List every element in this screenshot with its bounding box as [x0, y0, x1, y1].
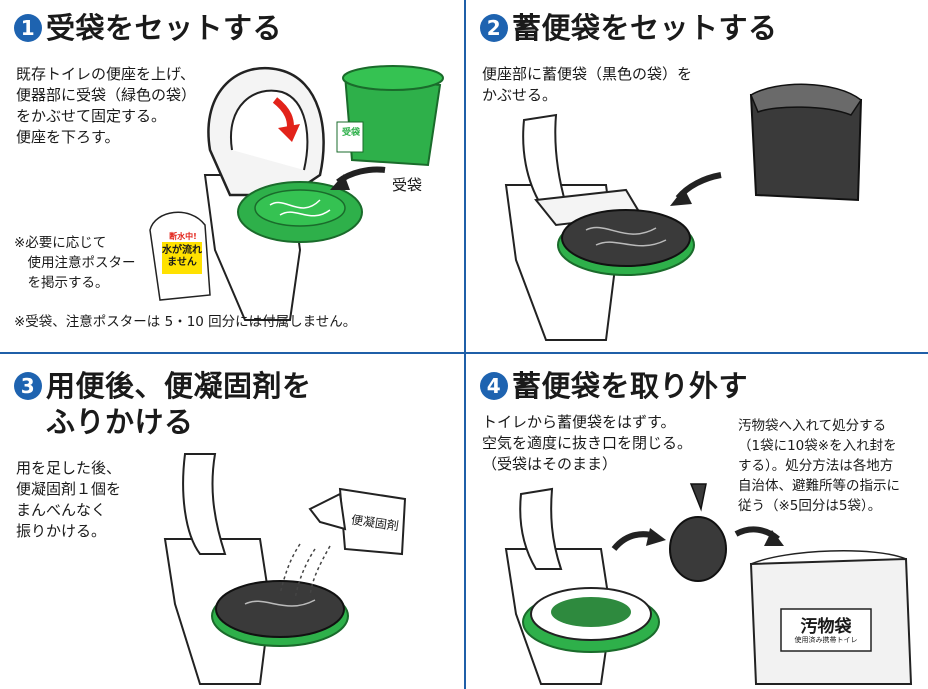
step-4-disposal-text: 汚物袋へ入れて処分する （1袋に10袋※を入れ封を する）。処分方法は各地方 自…	[738, 418, 900, 514]
step-3-number: 3	[14, 372, 42, 400]
step-1-footnote: ※受袋、注意ポスターは 5・10 回分には付属しません。	[14, 314, 357, 330]
step-2-panel: 2 蓄便袋をセットする 便座部に蓄便袋（黒色の袋）を かぶせる。	[466, 0, 928, 352]
poster-main-text: 水が流れ ません	[162, 245, 202, 268]
step-1-number: 1	[14, 14, 42, 42]
step-4-title: 蓄便袋を取り外す	[512, 369, 749, 403]
step-3-instructions: 用を足した後、 便凝固剤１個を まんべんなく 振りかける。	[16, 459, 122, 540]
step-3-toilet-illustration	[163, 453, 407, 685]
step-2-toilet-illustration	[504, 83, 863, 341]
horizontal-divider	[0, 352, 928, 354]
vertical-divider	[464, 0, 466, 689]
step-3-title-line2: ふりかける	[46, 405, 194, 439]
poster-red-text: 断水中!	[169, 232, 197, 241]
bag-callout: 受袋	[392, 176, 423, 194]
disposal-bag-sublabel: 使用済み携帯トイレ	[794, 636, 858, 644]
step-3-title-line1: 用便後、便凝固剤を	[46, 369, 312, 403]
step-3-heading: 3 用便後、便凝固剤を ふりかける	[14, 368, 312, 440]
poster-note: ※必要に応じて 使用注意ポスター を掲示する。	[14, 235, 136, 291]
disposal-bag-label: 汚物袋	[800, 617, 852, 637]
step-2-heading: 2 蓄便袋をセットする	[480, 10, 778, 46]
step-1-toilet-illustration	[149, 65, 444, 321]
step-1-instructions: 既存トイレの便座を上げ、 便器部に受袋（緑色の袋） をかぶせて固定する。 便座を…	[16, 65, 197, 146]
step-2-instructions: 便座部に蓄便袋（黒色の袋）を かぶせる。	[482, 65, 693, 104]
step-2-title: 蓄便袋をセットする	[512, 11, 778, 45]
step-3-panel: 3 用便後、便凝固剤を ふりかける 用を足した後、 便凝固剤１個を まんべんなく…	[0, 354, 464, 689]
step-4-instructions: トイレから蓄便袋をはずす。 空気を適度に抜き口を閉じる。 （受袋はそのまま）	[482, 413, 693, 473]
step-1-title: 受袋をセットする	[46, 11, 283, 45]
step-4-number: 4	[480, 372, 508, 400]
step-4-illustration	[504, 483, 913, 685]
step-2-number: 2	[480, 14, 508, 42]
step-4-panel: 4 蓄便袋を取り外す トイレから蓄便袋をはずす。 空気を適度に抜き口を閉じる。 …	[466, 354, 928, 689]
step-4-heading: 4 蓄便袋を取り外す	[480, 368, 748, 404]
step-1-heading: 1 受袋をセットする	[14, 10, 282, 46]
step-1-panel: 1 受袋をセットする 既存トイレの便座を上げ、 便器部に受袋（緑色の袋） をかぶ…	[0, 0, 464, 352]
bag-tag-label: 受袋	[341, 128, 360, 138]
